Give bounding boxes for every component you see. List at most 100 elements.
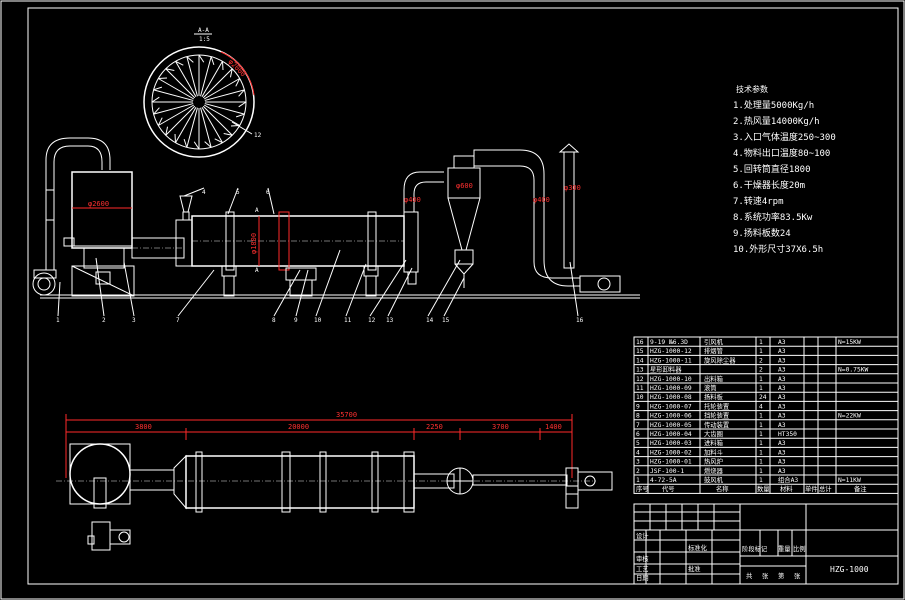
callout-12-top: 12: [254, 132, 262, 139]
param-4: 4.物料出口温度80~100: [733, 147, 830, 159]
dim-3800: 3800: [135, 423, 152, 431]
bom-cell-qty: 1: [759, 376, 763, 383]
bom-cell-qty: 1: [759, 422, 763, 429]
bom-cell-mat: A3: [778, 385, 786, 392]
bom-cell-name: 大齿圈: [704, 429, 723, 438]
flight-line: [158, 78, 195, 100]
flight-line: [202, 105, 233, 136]
callout-leader: [295, 269, 309, 317]
flight-line: [175, 106, 197, 143]
tb-sheet1: 张: [762, 571, 769, 580]
bom-cell-qty: 2: [759, 367, 763, 374]
tb-stage: 阶段标记: [742, 544, 768, 553]
section-aa-view: A-A 1:5 φ2000 12: [143, 27, 262, 158]
callout-number: 2: [102, 317, 106, 324]
drum-plan: [185, 455, 415, 509]
bom-cell-name: 排烟管: [704, 346, 723, 355]
flight-lip: [165, 68, 175, 72]
section-scale: 1:5: [199, 36, 210, 43]
flight-lip: [193, 141, 200, 150]
flight-lip: [214, 138, 223, 144]
param-1: 1.处理量5000Kg/h: [733, 99, 814, 111]
tb-total: 共: [746, 571, 753, 580]
bom-cell-code: HZG-1000-02: [650, 449, 692, 456]
dim-overall: 35700: [336, 411, 357, 419]
flight-line: [203, 104, 240, 126]
tb-sheet2: 张: [794, 571, 801, 580]
fan-plan: [577, 471, 613, 491]
flight-lip: [153, 86, 163, 91]
gear-arc: [220, 51, 255, 96]
bom-cell-qty: 1: [759, 468, 763, 475]
bom-cell-name: 挡轮装置: [704, 411, 729, 420]
tb-review: 审核: [636, 554, 649, 563]
bom-cell-code: HZG-1000-12: [650, 348, 692, 355]
bom-cell-mat: A3: [778, 468, 786, 475]
callout-number: 15: [442, 317, 450, 324]
param-3: 3.入口气体温度250~300: [733, 131, 836, 143]
flight-line: [153, 89, 194, 101]
tb-date: 日期: [636, 574, 649, 582]
bom-cell-mat: A3: [778, 348, 786, 355]
callout-leader: [267, 187, 275, 215]
stack-dia: φ300: [564, 184, 581, 192]
dim-1400: 1400: [545, 423, 562, 431]
svg-text:A: A: [255, 207, 259, 214]
cyclone-1: [447, 167, 481, 199]
callout-number: 9: [294, 317, 298, 324]
callout-number: 14: [426, 317, 434, 324]
bom-cell-qty: 1: [759, 385, 763, 392]
tech-params: 技术参数 1.处理量5000Kg/h 2.热风量14000Kg/h 3.入口气体…: [733, 84, 836, 255]
bom-cell-no: 4: [636, 449, 640, 456]
flight-line: [165, 68, 196, 99]
flight-lip: [238, 89, 245, 97]
callout-number: 11: [344, 317, 352, 324]
flight-lip: [222, 61, 224, 71]
flight-lip: [183, 138, 188, 148]
inner-border: [27, 7, 899, 585]
bom-cell-no: 3: [636, 459, 640, 466]
flight-lip: [158, 77, 168, 79]
bom-cell-no: 12: [636, 376, 644, 383]
bom-cell-code: HZG-1000-04: [650, 431, 692, 438]
dim-20000: 20000: [288, 423, 309, 431]
bom-cell-no: 13: [636, 367, 644, 374]
callout-number: 4: [202, 189, 206, 196]
flight-lip: [238, 101, 247, 108]
callout-number: 3: [132, 317, 136, 324]
front-elevation: φ2600 φ1800 A A φ4: [32, 137, 640, 324]
tb-process: 工艺: [636, 565, 649, 573]
flight-line: [165, 105, 196, 136]
bom-cell-no: 14: [636, 357, 644, 364]
flight-lip: [235, 113, 245, 118]
feed-hopper: [179, 195, 193, 213]
bom-cell-code: HZG-1000-01: [650, 459, 692, 466]
bom-cell-no: 2: [636, 468, 640, 475]
bom-cell-name: 加料斗: [704, 447, 723, 456]
blower-1: [32, 272, 56, 296]
flight-lip: [223, 132, 233, 136]
tb-no: 第: [778, 571, 784, 580]
callout-leader: [427, 259, 461, 317]
param-10: 10.外形尺寸37X6.5h: [733, 243, 823, 255]
param-8: 8.系统功率83.5Kw: [733, 211, 813, 223]
callout-leader: [57, 281, 61, 317]
flight-lip: [157, 117, 163, 126]
bom-cell-code: HZG-1000-11: [650, 357, 692, 364]
callout-number: 13: [386, 317, 394, 324]
lifter-flights: [151, 54, 247, 150]
bom-cell-mat: A3: [778, 339, 786, 346]
callout-number: 16: [576, 317, 584, 324]
dim-3700: 3700: [492, 423, 509, 431]
